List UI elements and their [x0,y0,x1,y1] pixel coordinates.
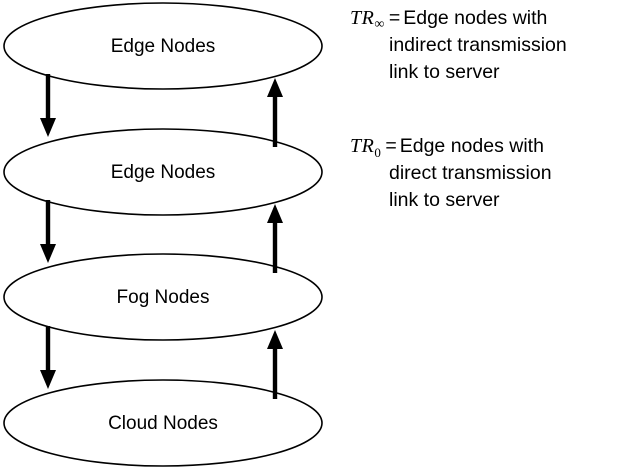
legend-symbol-base: TR [350,7,375,29]
legend-equals-sign: = [388,7,401,29]
legend-line-1: TR∞=Edge nodes with [350,5,567,32]
node-label-fog: Fog Nodes [117,287,210,308]
legend-text-line1: Edge nodes with [403,7,548,29]
node-edge-second[interactable]: Edge Nodes [3,128,323,216]
node-label-cloud: Cloud Nodes [108,413,218,434]
legend-entry-tr-infinity: TR∞=Edge nodes with indirect transmissio… [350,5,567,86]
arrow-up-cloud-to-fog[interactable] [267,330,283,399]
legend-entry-tr-zero: TR0=Edge nodes with direct transmission … [350,133,552,214]
legend-equals-sign: = [385,135,397,157]
legend-symbol-tr-zero: TR0 [350,135,382,160]
legend-symbol-tr-infinity: TR∞ [350,7,385,32]
legend-line-2: indirect transmission [350,32,567,59]
legend-line-3: link to server [350,187,552,214]
legend-text-line1: Edge nodes with [399,135,544,157]
legend-text-line2: direct transmission [389,162,552,184]
node-label-edge-top: Edge Nodes [111,36,216,57]
arrow-head-down-icon [40,370,56,389]
legend-line-1: TR0=Edge nodes with [350,133,552,160]
node-edge-top[interactable]: Edge Nodes [3,2,323,90]
legend-text-line3: link to server [389,189,500,211]
arrow-down-fog-to-cloud[interactable] [40,326,56,389]
arrow-up-edge-second-to-edge-top[interactable] [267,78,283,147]
arrow-down-edge-second-to-fog[interactable] [40,200,56,263]
node-label-edge-second: Edge Nodes [111,162,216,183]
legend-text-line3: link to server [389,61,500,83]
ellipse-shape-edge-second [3,128,323,216]
node-cloud[interactable]: Cloud Nodes [3,379,323,467]
arrow-head-down-icon [40,118,56,137]
legend-line-3: link to server [350,59,567,86]
ellipse-shape-cloud [3,379,323,467]
legend-line-2: direct transmission [350,160,552,187]
ellipse-shape-edge-top [3,2,323,90]
legend-symbol-base: TR [350,135,375,157]
arrow-head-up-icon [267,330,283,349]
arrow-head-down-icon [40,244,56,263]
arrow-up-fog-to-edge-second[interactable] [267,204,283,273]
node-fog[interactable]: Fog Nodes [3,253,323,341]
arrow-head-up-icon [267,204,283,223]
ellipse-shape-fog [3,253,323,341]
legend-text-line2: indirect transmission [389,34,567,56]
arrow-down-edge-top-to-edge-second[interactable] [40,74,56,137]
arrow-head-up-icon [267,78,283,97]
legend-symbol-subscript: 0 [374,145,382,160]
legend-symbol-subscript: ∞ [374,17,385,32]
